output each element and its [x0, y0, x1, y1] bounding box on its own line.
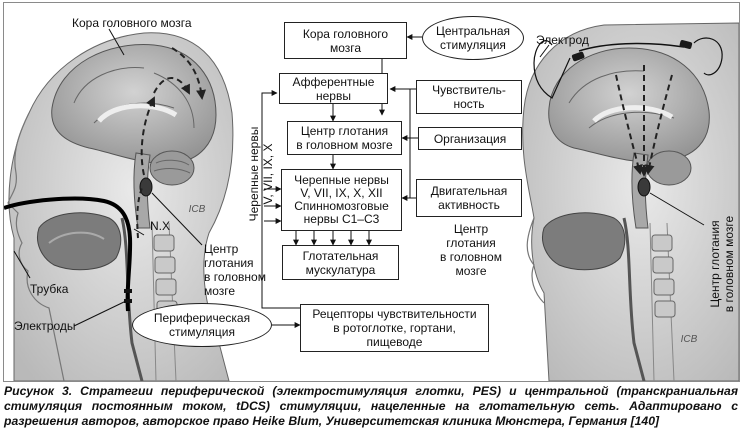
flow-motor-activity-box: Двигательная активность	[416, 179, 522, 217]
left-head-signature: ICB	[188, 204, 206, 215]
peripheral-stimulation-oval: Периферическая стимуляция	[132, 303, 272, 347]
flow-swallowing-center-note: Центр глотания в головном мозге	[440, 222, 502, 278]
flow-side-cranial-nerves-label: Черепные нервы V, VII, IX, X	[247, 126, 275, 222]
right-head-signature: ICB	[680, 334, 698, 345]
flow-sensitivity-box: Чувствитель- ность	[416, 80, 522, 114]
electrodes-label: Электроды	[14, 319, 76, 333]
central-stimulation-oval: Центральная стимуляция	[422, 16, 524, 60]
flow-receptors-box: Рецепторы чувствительности в ротоглотке,…	[300, 304, 489, 352]
left-head-illustration	[4, 28, 234, 381]
left-cortex-label: Кора головного мозга	[72, 16, 192, 30]
right-swallowing-center-label: Центр глотания в головном мозге	[708, 215, 736, 313]
tube-label: Трубка	[30, 282, 69, 296]
figure-artwork	[4, 22, 739, 381]
flow-swallowing-center-box: Центр глотания в головном мозге	[287, 121, 402, 155]
flow-afferent-box: Афферентные нервы	[279, 73, 388, 104]
flow-swallowing-muscles-box: Глотательная мускулатура	[282, 245, 399, 280]
flow-cortex-box: Кора головного мозга	[284, 22, 407, 59]
electrode-label: Электрод	[536, 33, 589, 47]
nerve-label: N.X	[150, 219, 171, 233]
flow-cranial-nerves-box: Черепные нервы V, VII, IX, X, XII Спинно…	[281, 169, 402, 231]
flow-organization-box: Организация	[418, 127, 522, 150]
figure-caption: Рисунок 3. Стратегии периферической (эле…	[4, 384, 738, 428]
left-swallowing-center-label: Центр глотания в головном мозге	[204, 242, 266, 298]
right-head-illustration	[522, 22, 739, 381]
figure-panel: Кора головного мозга N.X Центр глотания …	[3, 2, 740, 382]
